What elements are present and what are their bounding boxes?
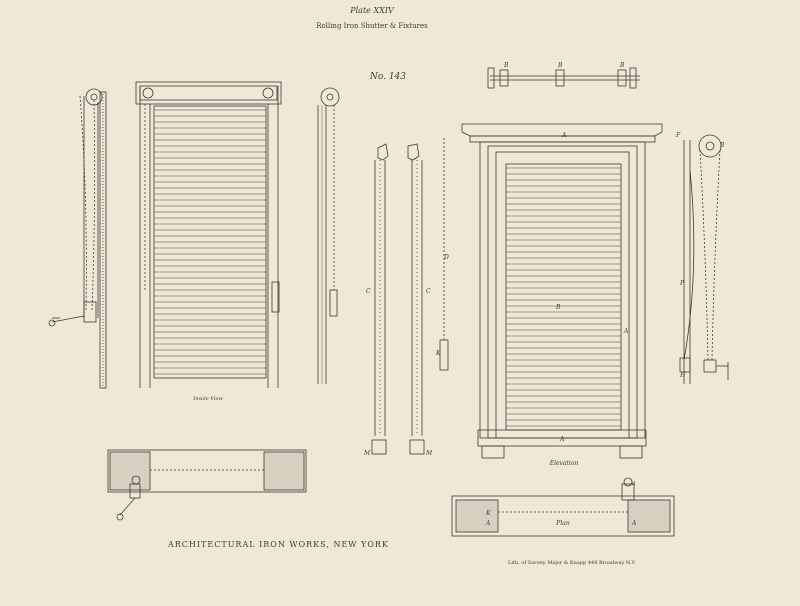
- label-d: D: [444, 254, 449, 261]
- plate-title: Rolling Iron Shutter & Fixtures: [316, 22, 428, 30]
- label-a-top: A: [562, 132, 567, 139]
- elevation-drawing: [461, 123, 663, 459]
- label-a-base: A: [560, 436, 565, 443]
- shaft-detail: [487, 67, 640, 89]
- label-b-shaft-3: B: [620, 62, 625, 69]
- label-c-right: C: [426, 288, 431, 295]
- crank-side-view: [48, 88, 107, 389]
- label-c-left: C: [366, 288, 371, 295]
- inside-view-shutter: [135, 81, 282, 388]
- label-h: H: [680, 372, 686, 379]
- figure-number: No. 143: [369, 72, 407, 82]
- publisher-line: ARCHITECTURAL IRON WORKS, NEW YORK: [168, 540, 389, 549]
- label-p: P: [680, 280, 685, 287]
- label-a-side: A: [624, 328, 629, 335]
- label-a-plan-left: A: [486, 520, 491, 527]
- label-b-pulley: B: [720, 142, 725, 149]
- label-a-plan-right: A: [632, 520, 637, 527]
- label-b-shaft-1: B: [504, 62, 509, 69]
- label-k: K: [436, 350, 441, 357]
- label-m-right: M: [426, 450, 433, 457]
- label-b-elev: B: [556, 304, 561, 311]
- label-f: F: [676, 132, 681, 139]
- plan-left: [107, 449, 307, 521]
- label-a-plan-top: a: [632, 480, 636, 487]
- plan-right: [451, 477, 675, 537]
- label-m-left: M: [364, 450, 371, 457]
- side-section: [317, 87, 340, 384]
- elevation-caption: Elevation: [549, 460, 579, 467]
- label-k-plan: K: [486, 510, 491, 517]
- plate-number: Plate XXIV: [350, 6, 394, 15]
- guide-rails: [371, 138, 449, 455]
- inside-view-caption: Inside View: [193, 396, 223, 402]
- plan-caption: Plan: [556, 520, 570, 527]
- lithographer-line: Lith. of Sarony Major & Knapp 449 Broadw…: [508, 560, 636, 566]
- label-b-shaft-2: B: [558, 62, 563, 69]
- pulley-side-view: [679, 134, 729, 384]
